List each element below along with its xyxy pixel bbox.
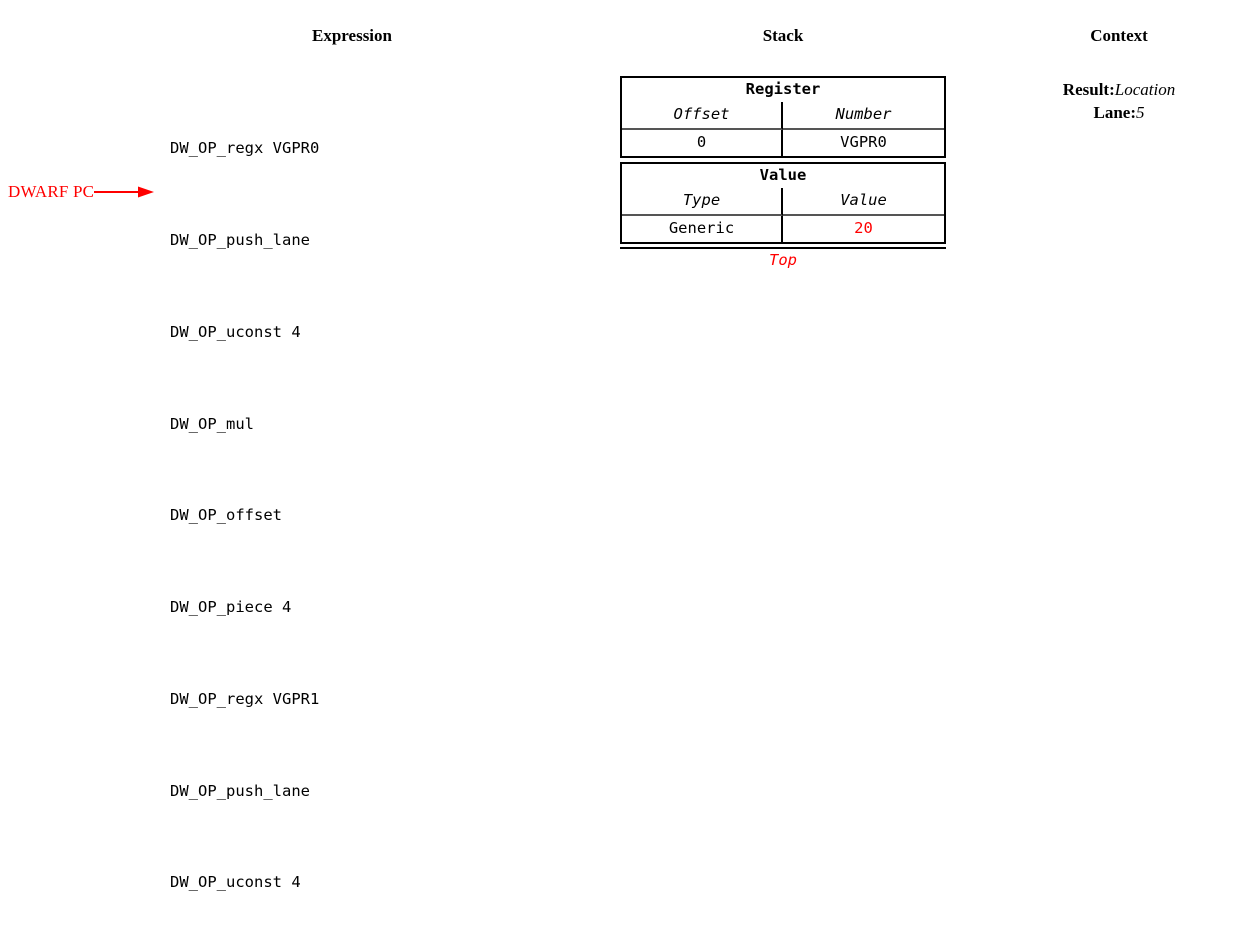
stack-area: Register Offset Number 0 VGPR0 Value Typ… [620, 76, 946, 270]
expression-line: DW_OP_regx VGPR0 [170, 139, 320, 158]
stack-bottom-divider [620, 247, 946, 249]
stack-entry-grid: Type Value Generic 20 [622, 188, 944, 242]
dwarf-pc-annotation: DWARF PC [8, 182, 156, 202]
stack-entry-grid: Offset Number 0 VGPR0 [622, 102, 944, 156]
arrow-right-icon [94, 186, 155, 198]
column-heading-stack: Stack [762, 26, 804, 45]
stack-cell-value: VGPR0 [840, 133, 887, 151]
context-row-lane: Lane:5 [1063, 101, 1175, 124]
expression-line: DW_OP_push_lane [170, 781, 310, 800]
expression-line: DW_OP_uconst 4 [170, 322, 301, 341]
stack-column-header: Number [783, 102, 944, 130]
expression-line: DW_OP_regx VGPR1 [170, 689, 320, 708]
stack-entry-register: Register Offset Number 0 VGPR0 [620, 76, 946, 158]
stack-cell-value: 20 [854, 219, 873, 237]
stack-entry-title: Value [759, 166, 807, 184]
stack-column-header: Type [622, 188, 783, 216]
context-area: Result:Location Lane:5 [1063, 78, 1175, 124]
stack-cell-value: Generic [622, 216, 783, 242]
stack-entry-value: Value Type Value Generic 20 [620, 162, 946, 244]
context-value: 5 [1136, 103, 1145, 122]
expression-line-current: DW_OP_offset [170, 506, 282, 525]
expression-line: DW_OP_mul [170, 414, 254, 433]
context-row-result: Result:Location [1063, 78, 1175, 101]
expression-line: DW_OP_uconst 4 [170, 873, 301, 892]
context-key: Lane: [1093, 103, 1137, 122]
column-heading-context: Context [1090, 26, 1148, 45]
stack-column-header: Offset [622, 102, 783, 130]
expression-list: DW_OP_regx VGPR0 DW_OP_push_lane DW_OP_u… [170, 72, 319, 936]
expression-line: DW_OP_push_lane [170, 230, 310, 249]
stack-top-label: Top [769, 251, 797, 269]
stack-column-header: Value [783, 188, 944, 216]
context-value: Location [1114, 80, 1176, 99]
stack-cell-value: 0 [622, 130, 783, 156]
expression-line: DW_OP_piece 4 [170, 598, 292, 617]
stack-entry-title: Register [745, 80, 821, 98]
dwarf-pc-label: DWARF PC [8, 182, 95, 201]
column-heading-expression: Expression [312, 26, 392, 45]
context-key: Result: [1062, 80, 1115, 99]
